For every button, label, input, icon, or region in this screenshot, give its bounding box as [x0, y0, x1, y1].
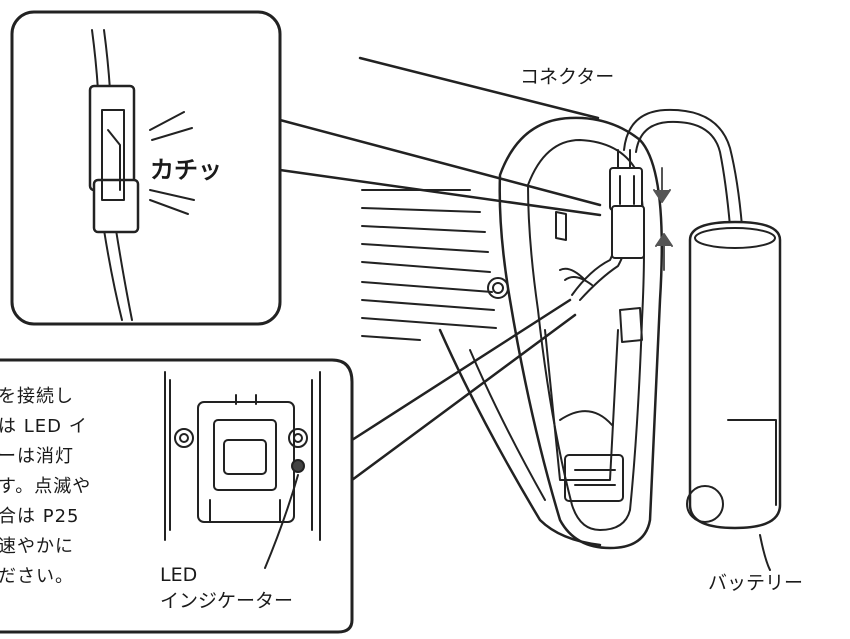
note-line: ださい。 — [0, 566, 74, 587]
note-line: を接続し — [0, 386, 74, 407]
connector-click-callout — [10, 10, 602, 326]
battery-pack — [686, 220, 782, 571]
note-line: 速やかに — [0, 536, 74, 557]
connector-housing — [609, 149, 645, 259]
led-indicator-callout — [0, 298, 577, 634]
battery-lead — [623, 108, 743, 227]
note-line: 合は P25 — [0, 506, 80, 527]
connector-label: コネクター — [520, 66, 615, 88]
note-line: ーは消灯 — [0, 446, 74, 467]
note-line: す。点滅や — [0, 476, 92, 497]
instruction-note: を接続し は LED イ ーは消灯 す。点滅や 合は P25 速やかに ださい。 — [0, 382, 91, 592]
push-arrows — [653, 167, 673, 271]
note-line: は LED イ — [0, 416, 88, 437]
battery-label: バッテリー — [708, 572, 804, 594]
led-indicator-label-line1: LED — [160, 564, 198, 586]
click-sound-label: カチッ — [150, 156, 222, 184]
led-indicator-label-line2: インジケーター — [160, 590, 294, 612]
stock-body — [358, 56, 664, 550]
led-indicator-label: LED インジケーター — [160, 562, 293, 614]
